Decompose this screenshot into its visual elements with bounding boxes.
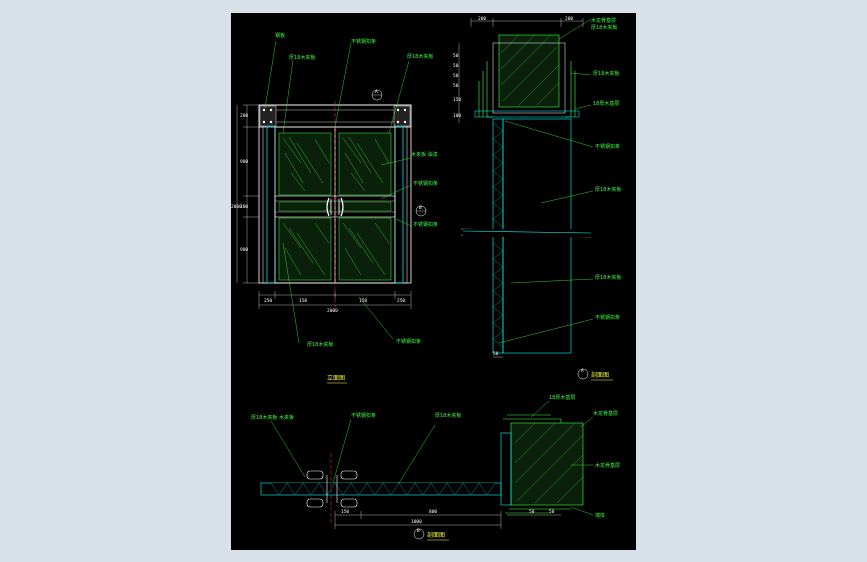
sec-b-dim-4: 50 (529, 509, 535, 515)
sec-b-callout-4: 18厚木基层 (549, 394, 575, 401)
section-a-view: 200 200 50 50 50 50 150 100 (453, 16, 621, 381)
elev-marker-b: B (419, 205, 422, 211)
elev-dim-left-4: 900 (240, 247, 248, 253)
sec-a-dim-left-3: 50 (453, 73, 459, 79)
sec-a-callout-4: 18厚木基层 (593, 100, 619, 107)
sec-a-callout-8: 不锈钢扣条 (595, 314, 620, 321)
sec-a-marker: A (581, 368, 584, 374)
sec-b-dim-2: 800 (429, 509, 437, 515)
elev-dim-left-1: 200 (240, 113, 248, 119)
section-b-title: 剖面图 (427, 531, 445, 539)
sec-a-callout-6: 厚18木夹板 (595, 186, 621, 193)
sec-a-callout-5: 不锈钢扣条 (595, 143, 620, 150)
sec-a-callout-3: 厚18木夹板 (593, 70, 619, 77)
section-a-title: 剖面图 (591, 371, 609, 379)
elev-dim-left-2: 900 (240, 159, 248, 165)
elev-callout-7: 不锈钢扣条 (413, 221, 438, 228)
sec-b-callout-1: 厚18木夹板 木夹板 (251, 414, 294, 421)
elev-dim-bottom-2: 150 (299, 298, 307, 304)
elev-callout-8: 厚18木夹板 (307, 341, 333, 348)
elev-dim-bottom-1: 250 (264, 298, 272, 304)
sec-b-callout-7: 墙体 (595, 512, 605, 519)
section-b-view: 150 800 1000 50 50 厚18木夹板 木夹板 不锈钢扣条 厚18木 (251, 394, 620, 541)
sec-a-dim-left-4: 50 (453, 83, 459, 89)
drawing-canvas: 200 900 200 900 2000 250 150 150 (231, 13, 636, 550)
sec-b-dim-5: 50 (549, 509, 555, 515)
elevation-view: 200 900 200 900 2000 250 150 150 (231, 32, 438, 384)
sec-b-dim-1: 150 (341, 509, 349, 515)
sec-a-dim-left-5: 150 (453, 97, 461, 103)
sec-a-dim-top-1: 200 (478, 16, 486, 22)
sec-a-dim-top-2: 200 (565, 16, 573, 22)
elev-callout-3: 不锈钢扣条 (351, 38, 376, 45)
sec-a-callout-2: 厚18木夹板 (591, 24, 617, 31)
elev-callout-6: 不锈钢扣条 (413, 180, 438, 187)
sec-b-dim-3: 1000 (411, 519, 422, 525)
sec-b-callout-2: 不锈钢扣条 (351, 412, 376, 419)
elevation-title: 立面图 (327, 374, 345, 382)
elev-dim-bottom-4: 250 (397, 298, 405, 304)
elev-callout-2: 厚18木夹板 (289, 54, 315, 61)
elev-marker-a: A (375, 89, 378, 95)
sec-a-dim-left-2: 50 (453, 63, 459, 69)
elev-callout-4: 厚18木夹板 (407, 53, 433, 60)
elev-dim-left-3: 200 (240, 204, 248, 210)
elev-callout-5: 木夹板 油漆 (411, 151, 438, 158)
sec-b-callout-5: 木龙骨基层 (593, 410, 618, 417)
elev-callout-9: 不锈钢扣条 (396, 338, 421, 345)
sec-a-dim-bottom: 50 (493, 351, 499, 357)
cad-drawing: 200 900 200 900 2000 250 150 150 (231, 16, 621, 541)
sec-a-dim-left-1: 50 (453, 53, 459, 59)
sec-a-dim-left-6: 100 (453, 113, 461, 119)
sec-b-callout-3: 厚18木夹板 (435, 412, 461, 419)
sec-b-callout-6: 木龙骨基层 (595, 462, 620, 469)
elev-callout-1: 钢板 (275, 32, 285, 39)
sec-b-marker: B (417, 528, 420, 534)
sec-a-callout-7: 厚18木夹板 (595, 274, 621, 281)
elev-dim-left-total: 2000 (231, 204, 242, 210)
elev-dim-bottom-total: 2000 (327, 308, 338, 314)
elev-dim-bottom-3: 150 (359, 298, 367, 304)
sec-a-callout-1: 木龙骨基层 (591, 17, 616, 24)
